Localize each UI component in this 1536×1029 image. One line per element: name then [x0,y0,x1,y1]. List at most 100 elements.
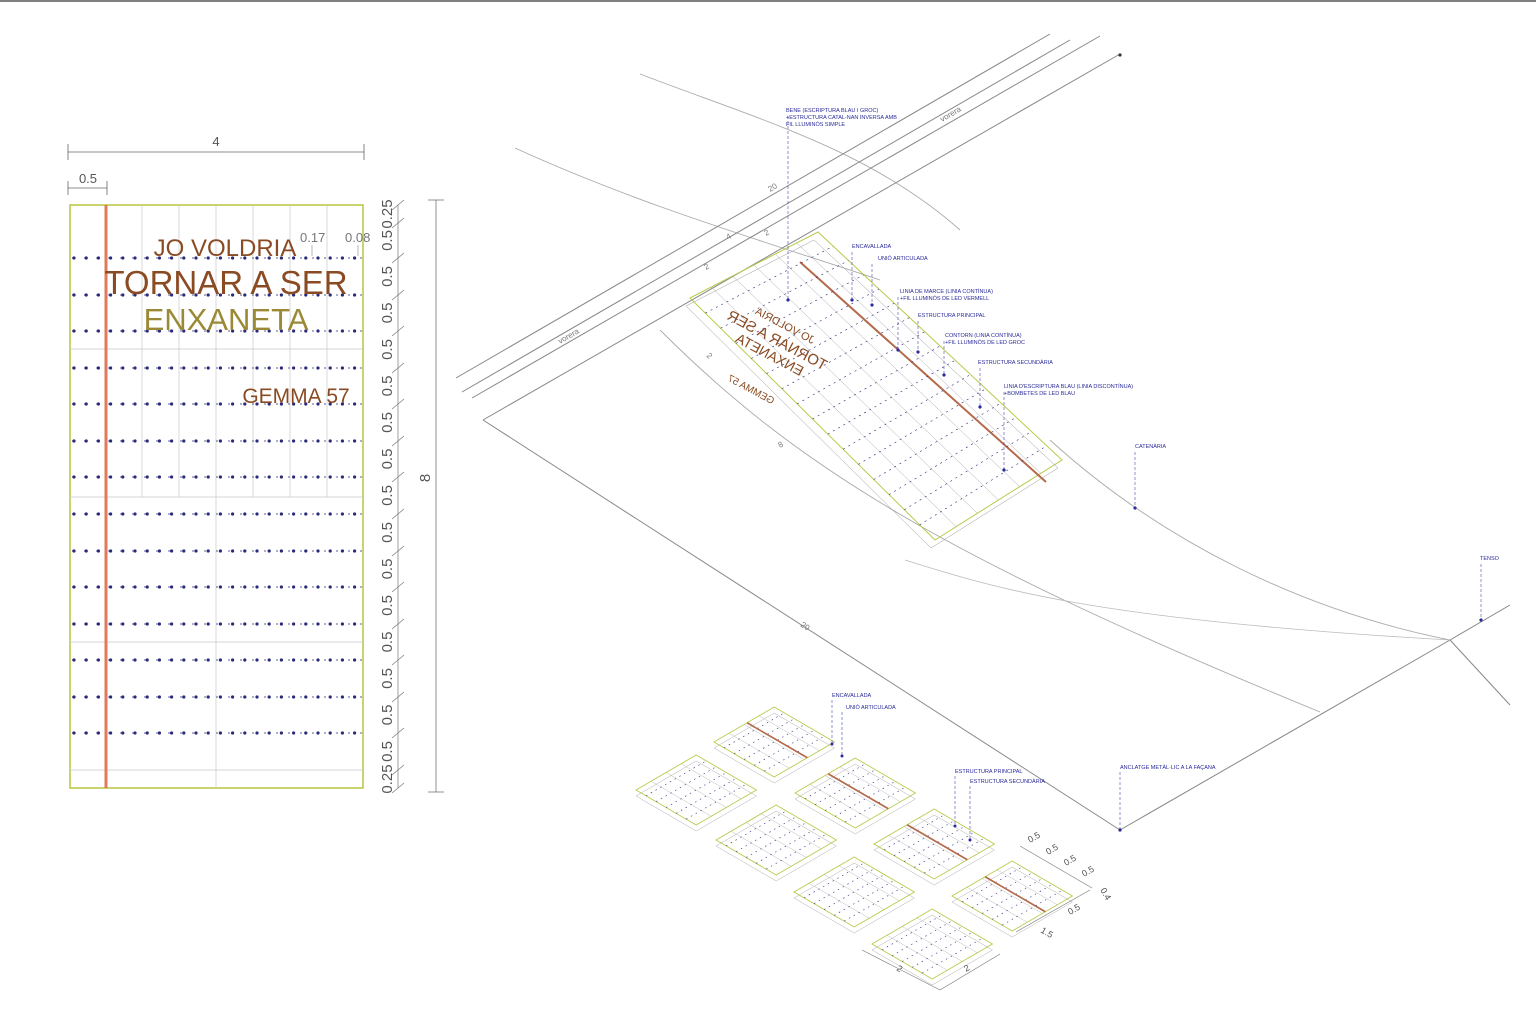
row-dimension: 0.5 [379,668,396,689]
module-led-row [991,884,1053,920]
module-red-line [906,824,968,861]
svg-text:FIL LLUMINÓS SIMPLE: FIL LLUMINÓS SIMPLE [786,121,845,128]
row-dimension: 0.5 [379,230,396,251]
module-tile [793,856,916,934]
inclined-sign: JO VOLDRIA TORNAR A SER ENXANETA GEMMA 5… [685,231,1063,549]
row-dimension: 0.5 [379,632,396,653]
module-led-row [891,920,953,956]
street-label-vorera-2: vorera [557,326,582,345]
row-dimension: 0.5 [379,559,396,580]
sign-frame [69,204,364,789]
module-led-row [845,786,906,823]
axo-led-row [873,402,1002,480]
module-led-row [961,866,1023,903]
module-exploded-view [635,706,1074,986]
dim-2-b: 2 [763,227,772,237]
sign-line-3: ENXANETA [144,302,309,337]
spacing-dim-1: 0.17 [300,230,325,245]
axo-led-row [888,416,1017,495]
module-led-row [764,735,825,772]
row-dimension: 0.5 [379,485,396,506]
module-tile [715,804,838,882]
row-dimension: 0.25 [379,199,396,228]
module-led-row [645,760,707,797]
svg-text:BENE (ESCRIPTURA BLAU I GROC): BENE (ESCRIPTURA BLAU I GROC) [786,108,878,114]
module-led-row [745,822,807,858]
row-dimension: 0.25 [379,764,396,793]
axo-led-row [751,288,880,359]
module-led-row [803,862,865,899]
annotation: CATENÀRIA [1133,443,1166,510]
row-dimension: 0.5 [379,705,396,726]
svg-text:+FIL LLUMINÓS DE LED GROC: +FIL LLUMINÓS DE LED GROC [945,339,1025,346]
height-dimension: 8 [417,474,434,482]
svg-text:UNIÓ ARTICULADA: UNIÓ ARTICULADA [878,255,928,262]
axo-led-row [720,260,849,329]
row-dimension: 0.5 [379,412,396,433]
row-dimension: 0.5 [379,303,396,324]
mirrored-sign-text: JO VOLDRIA TORNAR A SER ENXANETA GEMMA 5… [724,305,830,407]
module-led-row [823,874,885,910]
module-annotation: ANCLATGE METÀL·LIC A LA FAÇANA [1118,764,1216,832]
module-tile [635,754,758,832]
module-led-row [665,772,727,808]
dim-2-c: 2 [705,351,715,361]
module-annotation: ESTRUCTURA PRINCIPAL [953,769,1022,828]
module-led-row [725,810,787,847]
svg-text:ESTRUCTURA PRINCIPAL: ESTRUCTURA PRINCIPAL [955,769,1022,775]
module-led-row [755,828,817,864]
module-led-row [735,816,797,852]
dim-2-a: 2 [703,261,712,271]
module-annotation: UNIÓ ARTICULADA [840,704,896,758]
axo-led-row [735,274,864,344]
module-led-row [893,820,955,856]
svg-text:ESTRUCTURA SECUNDÀRIA: ESTRUCTURA SECUNDÀRIA [970,778,1045,785]
module-led-row [1002,889,1063,926]
annotation: CONTORN (LINIA CONTÍNUA)+FIL LLUMINÓS DE… [942,332,1025,377]
annotation: ESTRUCTURA SECUNDÀRIA [978,359,1053,409]
module-red-line [827,773,889,810]
svg-text:LINIA D'ESCRIPTURA BLAU (LINIA: LINIA D'ESCRIPTURA BLAU (LINIA DISCONTÍN… [1004,383,1133,390]
axo-led-row [797,331,925,405]
axo-led-row [766,302,895,374]
row-dimension: 0.5 [379,266,396,287]
module-led-row [766,833,827,870]
module-led-row [686,783,747,820]
row-dimension: 0.5 [379,449,396,470]
module-led-row [814,769,876,805]
sign-signature: GEMMA 57 [242,385,349,408]
row-dimension: 0.5 [379,522,396,543]
module-tile [873,808,996,886]
svg-text:ANCLATGE METÀL·LIC A LA FAÇANA: ANCLATGE METÀL·LIC A LA FAÇANA [1120,764,1216,771]
module-tile [713,706,836,784]
axo-led-row [812,345,941,420]
module-led-row [883,814,945,851]
module-led-row [903,826,965,862]
module-dim: 2 [895,963,904,974]
module-dim: 0.5 [1026,830,1042,845]
annotation: ENCAVALLADA [850,244,892,302]
module-led-row [804,763,866,800]
module-led-row [981,878,1043,914]
module-red-line [984,876,1046,913]
module-led-row [833,880,895,916]
dim-8: 8 [777,439,786,449]
annotation: LINIA DE MARCE (LINIA CONTÍNUA)+FIL LLUM… [896,288,993,352]
width-dimension: 4 [212,134,219,149]
module-annotation: ESTRUCTURA SECUNDÀRIA [968,778,1045,842]
module-led-row [971,872,1033,908]
module-led-row [813,868,875,904]
module-dim: 0.5 [1066,902,1082,917]
module-led-row [911,932,973,968]
module-dim: 2 [962,963,971,974]
annotation: TENSO [1479,556,1500,622]
axo-red-line [799,261,1047,483]
street-label-vorera-1b: vorera [939,104,964,123]
module-tile [871,908,994,986]
row-dimension: 0.5 [379,595,396,616]
module-dim: 1.5 [1039,925,1055,940]
module-dim: 0.5 [1062,853,1078,868]
svg-text:CONTORN (LINIA CONTÍNUA): CONTORN (LINIA CONTÍNUA) [945,332,1022,339]
module-dim: 0.5 [1044,842,1060,857]
svg-text:+BOMBETES DE LED BLAU: +BOMBETES DE LED BLAU [1004,391,1075,397]
